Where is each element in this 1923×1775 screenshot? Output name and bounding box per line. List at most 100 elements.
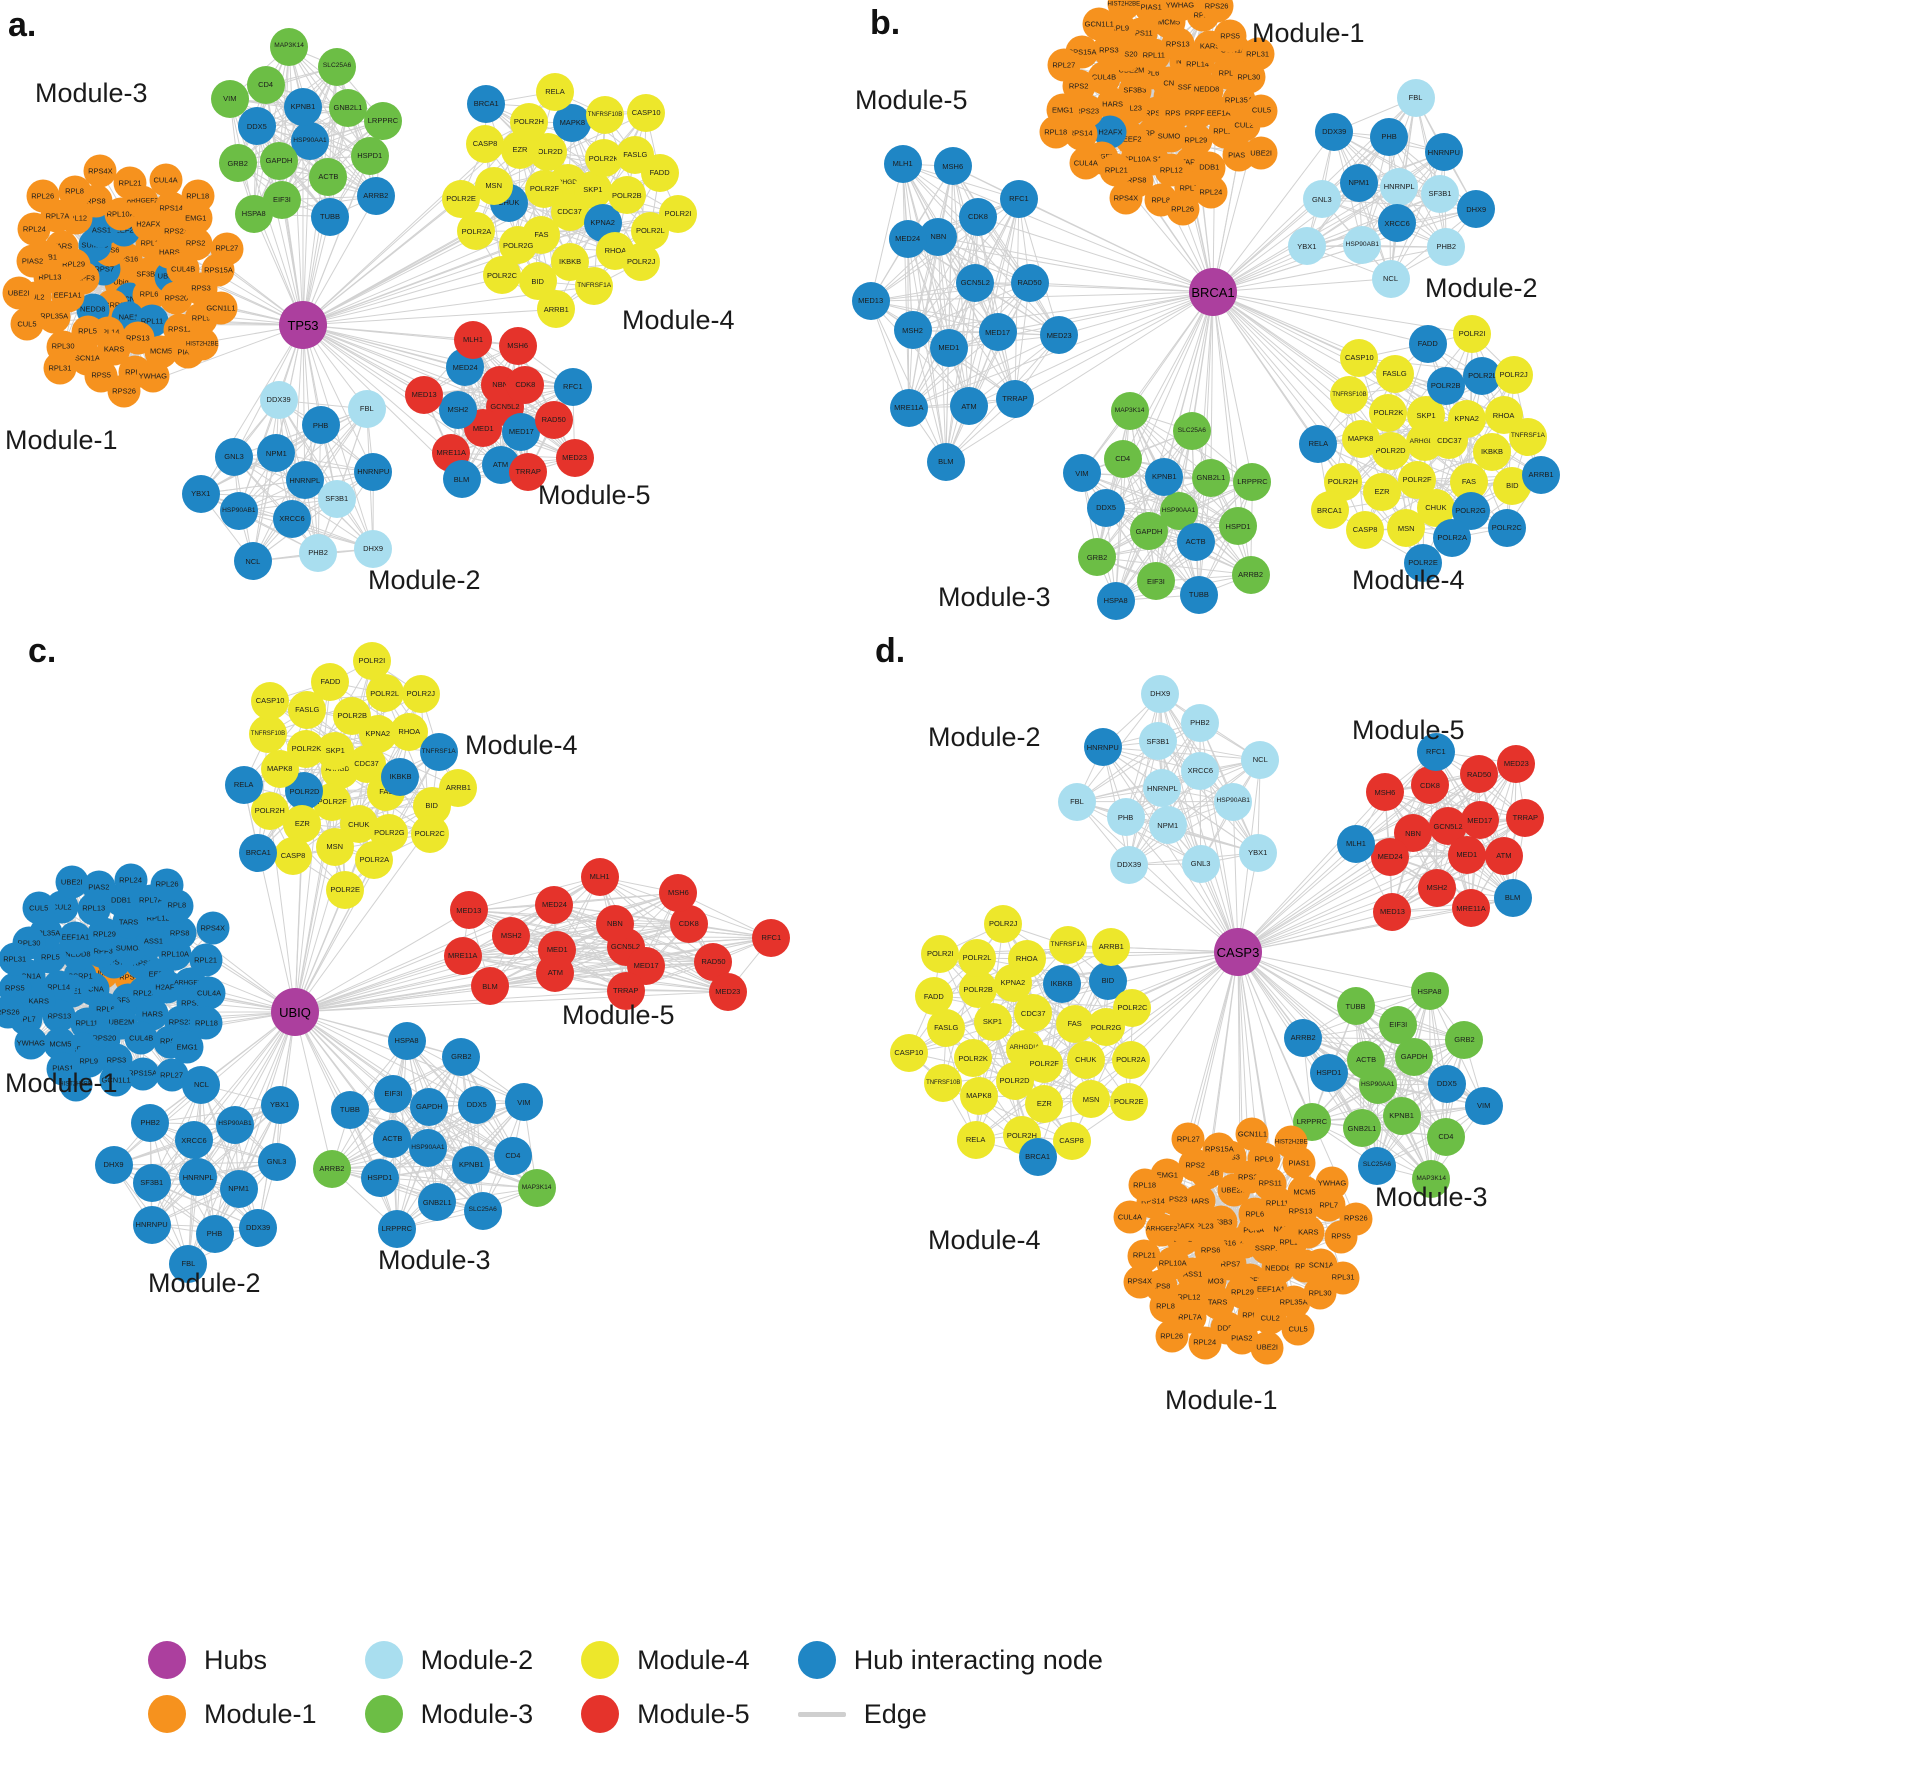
- node-polr2e[interactable]: POLR2E: [1109, 1082, 1148, 1121]
- node-gnb2l1[interactable]: GNB2L1: [418, 1183, 457, 1222]
- node-vim[interactable]: VIM: [1464, 1086, 1503, 1125]
- node-polr2j[interactable]: POLR2J: [984, 905, 1023, 944]
- node-phb2[interactable]: PHB2: [1427, 228, 1466, 267]
- node-ywhag[interactable]: YWHAG: [1315, 1166, 1349, 1200]
- node-ywhag[interactable]: YWHAG: [14, 1026, 48, 1060]
- node-msh6[interactable]: MSH6: [1365, 773, 1404, 812]
- node-gnl3[interactable]: GNL3: [1181, 844, 1220, 883]
- node-rps26[interactable]: RPS26: [1339, 1202, 1373, 1236]
- node-slc25a6[interactable]: SLC25A6: [318, 47, 357, 86]
- node-gapdh[interactable]: GAPDH: [259, 141, 298, 180]
- node-fadd[interactable]: FADD: [1408, 324, 1447, 363]
- node-rpl18[interactable]: RPL18: [189, 1006, 223, 1040]
- node-slc25a6[interactable]: SLC25A6: [1172, 411, 1211, 450]
- node-polr2i[interactable]: POLR2I: [352, 641, 391, 680]
- node-cul5[interactable]: CUL5: [10, 307, 44, 341]
- node-rpl18[interactable]: RPL18: [1039, 115, 1073, 149]
- node-arrb2[interactable]: ARRB2: [1284, 1018, 1323, 1057]
- node-lrpprc[interactable]: LRPPRC: [377, 1209, 416, 1248]
- node-arrb2[interactable]: ARRB2: [356, 177, 395, 216]
- node-cul4a[interactable]: CUL4A: [1069, 146, 1103, 180]
- node-polr2e[interactable]: POLR2E: [326, 870, 365, 909]
- node-ncl[interactable]: NCL: [1241, 740, 1280, 779]
- node-slc25a6[interactable]: SLC25A6: [1358, 1146, 1396, 1185]
- node-map3k14[interactable]: MAP3K14: [517, 1169, 556, 1208]
- node-polr2c[interactable]: POLR2C: [483, 256, 522, 295]
- node-polr2f[interactable]: POLR2F: [525, 170, 564, 209]
- node-polr2i[interactable]: POLR2I: [1453, 314, 1492, 353]
- node-rela[interactable]: RELA: [224, 765, 263, 804]
- node-ddx39[interactable]: DDX39: [1110, 845, 1149, 884]
- node-kpnb1[interactable]: KPNB1: [283, 88, 322, 127]
- node-tubb[interactable]: TUBB: [311, 197, 350, 236]
- node-tubb[interactable]: TUBB: [1336, 987, 1375, 1026]
- hub-brca1[interactable]: BRCA1: [1189, 268, 1237, 316]
- node-ddx5[interactable]: DDX5: [457, 1085, 496, 1124]
- node-xrcc6[interactable]: XRCC6: [272, 500, 311, 539]
- node-tnfrsf10b[interactable]: TNFRSF10B: [248, 714, 287, 753]
- node-msn[interactable]: MSN: [474, 166, 513, 205]
- node-grb2[interactable]: GRB2: [1445, 1020, 1484, 1059]
- node-hspd1[interactable]: HSPD1: [360, 1158, 399, 1197]
- node-rfc1[interactable]: RFC1: [553, 367, 592, 406]
- node-mapk8[interactable]: MAPK8: [959, 1076, 998, 1115]
- node-casp8[interactable]: CASP8: [1052, 1122, 1091, 1161]
- node-rpl24[interactable]: RPL24: [1194, 175, 1228, 209]
- node-rpl27[interactable]: RPL27: [1171, 1122, 1205, 1156]
- node-sf3b1[interactable]: SF3B1: [1138, 722, 1177, 761]
- node-rpl21[interactable]: RPL21: [189, 943, 223, 977]
- node-fbl[interactable]: FBL: [347, 389, 386, 428]
- node-ybx1[interactable]: YBX1: [181, 474, 220, 513]
- node-blm[interactable]: BLM: [1493, 879, 1532, 918]
- node-kpnb1[interactable]: KPNB1: [1145, 457, 1184, 496]
- node-polr2b[interactable]: POLR2B: [333, 697, 372, 736]
- node-rhoa[interactable]: RHOA: [1007, 939, 1046, 978]
- node-med13[interactable]: MED13: [449, 891, 488, 930]
- node-mlh1[interactable]: MLH1: [1336, 824, 1375, 863]
- node-brca1[interactable]: BRCA1: [1018, 1138, 1057, 1177]
- node-xrcc6[interactable]: XRCC6: [174, 1121, 213, 1160]
- node-atm[interactable]: ATM: [1484, 836, 1523, 875]
- node-gcn1l1[interactable]: GCN1L1: [204, 291, 238, 325]
- node-ikbkb[interactable]: IKBKB: [1473, 432, 1511, 471]
- node-med13[interactable]: MED13: [851, 282, 890, 321]
- node-mlh1[interactable]: MLH1: [580, 857, 619, 896]
- node-casp8[interactable]: CASP8: [274, 837, 312, 876]
- node-dhx9[interactable]: DHX9: [1457, 190, 1496, 229]
- node-polr2b[interactable]: POLR2B: [1426, 366, 1465, 405]
- node-hnrnpu[interactable]: HNRNPU: [354, 452, 393, 491]
- node-hsp90aa1[interactable]: HSP90AA1: [408, 1129, 447, 1168]
- node-polr2c[interactable]: POLR2C: [410, 814, 449, 853]
- node-actb[interactable]: ACTB: [1176, 522, 1215, 561]
- node-rela[interactable]: RELA: [956, 1120, 995, 1159]
- node-cul4a[interactable]: CUL4A: [1113, 1200, 1147, 1234]
- node-sf3b1[interactable]: SF3B1: [1420, 174, 1459, 213]
- node-lrpprc[interactable]: LRPPRC: [363, 101, 402, 140]
- node-polr2l[interactable]: POLR2L: [958, 939, 997, 978]
- node-hnrnpu[interactable]: HNRNPU: [1083, 728, 1122, 767]
- node-msn[interactable]: MSN: [1387, 509, 1426, 548]
- node-med17[interactable]: MED17: [978, 313, 1017, 352]
- node-hspd1[interactable]: HSPD1: [1309, 1054, 1348, 1092]
- node-msh2[interactable]: MSH2: [893, 311, 932, 350]
- node-polr2a[interactable]: POLR2A: [1111, 1041, 1150, 1080]
- node-arrb1[interactable]: ARRB1: [537, 290, 576, 329]
- node-gnb2l1[interactable]: GNB2L1: [328, 88, 367, 127]
- node-rpl26[interactable]: RPL26: [26, 179, 60, 213]
- node-arrb1[interactable]: ARRB1: [439, 768, 478, 807]
- node-med24[interactable]: MED24: [535, 885, 574, 924]
- node-tnfrsf1a[interactable]: TNFRSF1A: [1508, 417, 1547, 456]
- node-ikbkb[interactable]: IKBKB: [381, 757, 420, 796]
- node-rela[interactable]: RELA: [536, 72, 574, 111]
- node-rps4x[interactable]: RPS4X: [83, 154, 117, 188]
- node-eif3i[interactable]: EIF3I: [1136, 562, 1175, 601]
- node-dhx9[interactable]: DHX9: [1141, 674, 1180, 713]
- node-phb[interactable]: PHB: [1370, 117, 1409, 156]
- node-sf3b1[interactable]: SF3B1: [132, 1163, 171, 1202]
- node-gnl3[interactable]: GNL3: [1302, 180, 1341, 219]
- node-rps4x[interactable]: RPS4X: [196, 911, 230, 945]
- node-brca1[interactable]: BRCA1: [239, 833, 278, 872]
- node-cd4[interactable]: CD4: [1103, 439, 1142, 478]
- node-rfc1[interactable]: RFC1: [752, 918, 791, 957]
- node-casp10[interactable]: CASP10: [889, 1033, 928, 1072]
